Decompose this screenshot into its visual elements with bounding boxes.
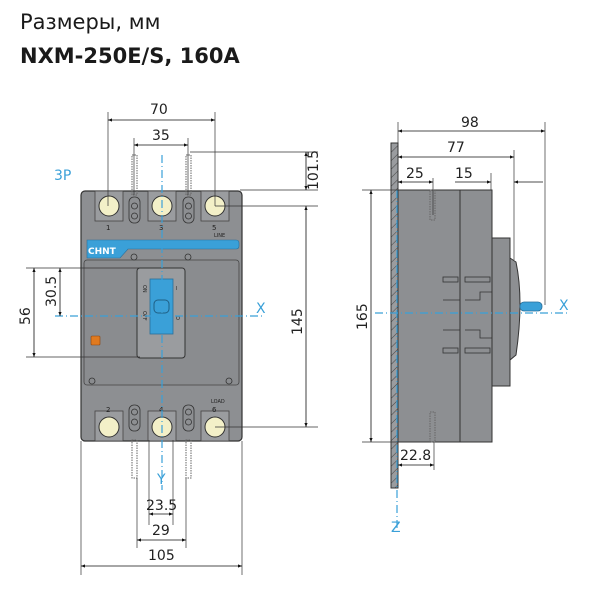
dim-25: 25	[406, 166, 424, 182]
dimensions-subtitle: Размеры, мм	[20, 10, 161, 34]
axis-z-label: Z	[391, 520, 401, 536]
dim-105: 105	[148, 548, 175, 564]
dim-77: 77	[447, 140, 465, 156]
pole-label: 3P	[54, 168, 71, 184]
line-label: LINE	[214, 233, 225, 239]
dim-35: 35	[152, 128, 170, 144]
dim-30-5: 30.5	[44, 276, 60, 307]
load-label: LOAD	[211, 399, 225, 405]
dim-56: 56	[18, 307, 34, 325]
switch-off-symbol: O	[176, 316, 180, 322]
terminal-1	[98, 195, 120, 217]
side-handle	[519, 301, 543, 312]
axis-x-label: X	[256, 301, 266, 317]
dim-101-5: 101.5	[306, 150, 322, 190]
terminal-label-5: 5	[212, 224, 216, 232]
brand-strip	[86, 239, 240, 259]
side-view: X Z 98 77 25 15 165 22.8	[355, 115, 570, 536]
axis-y-label: Y	[156, 472, 166, 488]
dim-145: 145	[290, 308, 306, 335]
trip-indicator	[90, 335, 101, 346]
model-title: NXM-250E/S, 160A	[20, 44, 240, 68]
dim-98: 98	[461, 115, 479, 131]
dim-22-8: 22.8	[400, 448, 431, 464]
terminal-label-6: 6	[212, 406, 217, 414]
brand-logo: CHNT	[88, 247, 117, 257]
side-axis-x-label: X	[559, 298, 569, 314]
switch-on-symbol: I	[176, 286, 177, 292]
dim-15: 15	[455, 166, 473, 182]
terminal-2	[98, 416, 120, 438]
terminal-label-2: 2	[106, 406, 110, 414]
switch-on-label: ON	[141, 285, 147, 293]
dim-23-5: 23.5	[146, 498, 177, 514]
front-view: 3P 1 3 5 LINE CHNT ON OFF	[18, 102, 322, 575]
dim-70: 70	[150, 102, 168, 118]
switch-off-label: OFF	[141, 311, 147, 321]
terminal-label-3: 3	[159, 224, 163, 232]
terminal-label-1: 1	[106, 224, 110, 232]
dim-29: 29	[152, 523, 170, 539]
dim-165: 165	[355, 303, 371, 330]
